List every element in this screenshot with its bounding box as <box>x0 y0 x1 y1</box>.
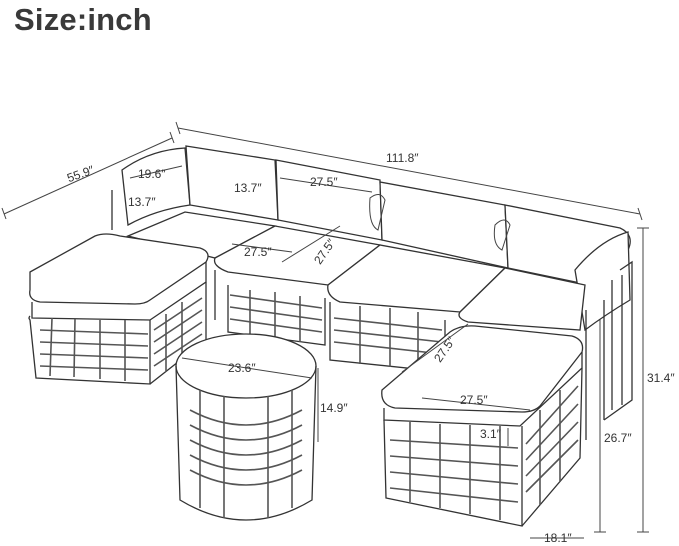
back-cushion-height-left-label: 13.7″ <box>128 195 156 209</box>
ottoman-width-label: 27.5″ <box>460 393 488 407</box>
back-cushions <box>121 145 631 332</box>
total-height-line <box>637 227 649 533</box>
cushion-thickness-label: 3.1″ <box>480 427 502 441</box>
seat-width-label: 27.5″ <box>244 245 272 259</box>
back-cushion-width-label: 19.6″ <box>138 167 166 181</box>
frame-width-label: 18.1″ <box>544 531 572 545</box>
seat-height-label: 26.7″ <box>604 431 632 445</box>
overall-length-line <box>175 121 643 221</box>
inner-dimension-lines <box>129 165 531 411</box>
back-width-top-label: 27.5″ <box>310 175 338 189</box>
overall-depth-line <box>1 131 175 220</box>
right-ottoman <box>381 325 584 527</box>
sofa-back-frame <box>111 190 633 440</box>
seat-cushions <box>125 211 586 331</box>
size-unit-title: Size:inch <box>14 2 152 37</box>
left-ottoman <box>28 233 209 385</box>
table-diameter-label: 23.6″ <box>228 361 256 375</box>
back-cushion-height-mid-label: 13.7″ <box>234 181 262 195</box>
total-height-label: 31.4″ <box>647 371 675 385</box>
coffee-table <box>175 333 319 521</box>
table-height-label: 14.9″ <box>320 401 348 415</box>
overall-depth-label: 55.9″ <box>65 162 96 185</box>
overall-length-label: 111.8″ <box>386 151 419 165</box>
